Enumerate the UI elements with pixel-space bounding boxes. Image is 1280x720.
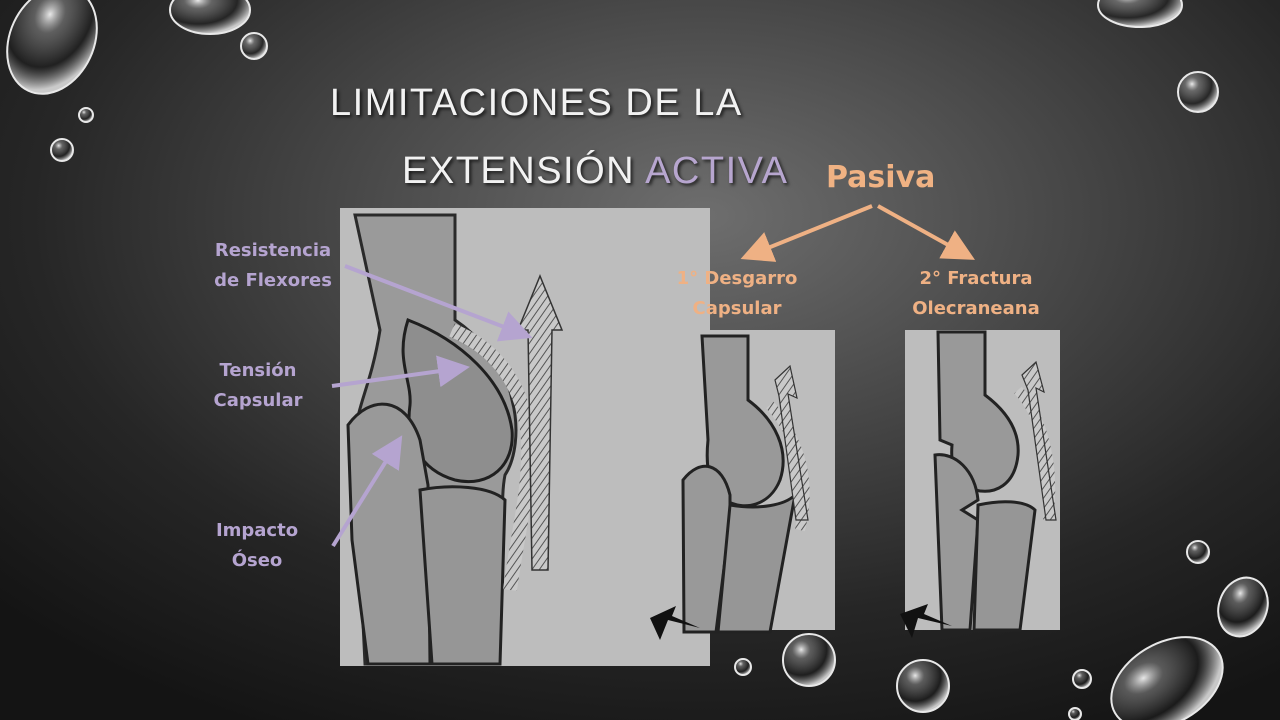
droplet	[1068, 707, 1082, 720]
droplet	[1186, 540, 1210, 564]
label-fractura-olecraneana: 2° Fractura Olecraneana	[912, 268, 1040, 319]
elbow-active-diagram	[340, 208, 710, 666]
elbow-olecranon-fracture-diagram	[900, 330, 1060, 638]
title-line-2: EXTENSIÓN ACTIVA	[402, 150, 789, 193]
droplet	[1177, 71, 1219, 113]
arrow-pasiva-right	[877, 204, 975, 260]
pasiva-heading: Pasiva	[826, 160, 936, 195]
droplet	[6, 0, 98, 95]
droplet	[1097, 0, 1183, 28]
arrow-flexores	[344, 264, 533, 342]
arrow-impacto	[331, 435, 403, 548]
droplet	[1217, 576, 1269, 638]
droplet	[240, 32, 268, 60]
elbow-capsular-tear-diagram	[650, 330, 835, 640]
label-resistencia-flexores: Resistencia de Flexores	[214, 240, 332, 291]
droplet	[734, 658, 752, 676]
arrow-pasiva-left	[740, 204, 873, 262]
label-desgarro-capsular: 1° Desgarro Capsular	[676, 268, 798, 319]
title-line-1: LIMITACIONES DE LA	[330, 82, 743, 124]
droplet	[782, 633, 836, 687]
droplet	[1110, 636, 1224, 720]
droplet	[169, 0, 251, 35]
droplet	[50, 138, 74, 162]
droplet	[78, 107, 94, 123]
label-tension-capsular: Tensión Capsular	[213, 360, 303, 411]
arrow-tension	[331, 355, 470, 388]
title-activa: ACTIVA	[645, 150, 789, 192]
label-impacto-oseo: Impacto Óseo	[215, 520, 299, 571]
droplet	[896, 659, 950, 713]
droplet	[1072, 669, 1092, 689]
title-extension: EXTENSIÓN	[402, 150, 646, 192]
